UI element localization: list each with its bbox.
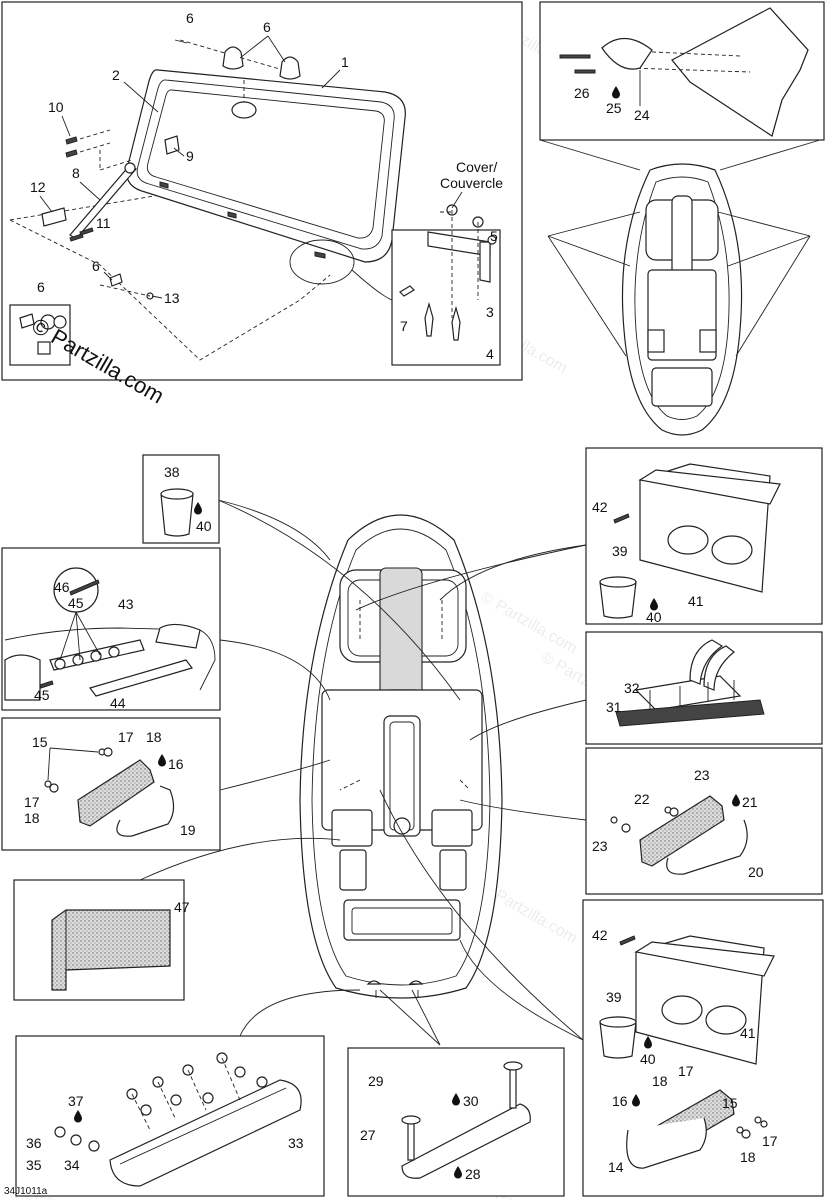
callouts: 6 6 1 2 10 9 8 12 11 6 13 6 Cover/ Couve… <box>24 10 778 1182</box>
svg-text:9: 9 <box>186 148 194 164</box>
svg-text:16: 16 <box>168 756 184 772</box>
svg-text:24: 24 <box>634 107 650 123</box>
svg-text:6: 6 <box>263 19 271 35</box>
svg-text:38: 38 <box>164 464 180 480</box>
svg-text:17: 17 <box>762 1133 778 1149</box>
panel-foam-strip <box>13 879 185 1001</box>
svg-text:33: 33 <box>288 1135 304 1151</box>
panel-glovebox-lower <box>582 899 824 1197</box>
svg-text:27: 27 <box>360 1127 376 1143</box>
svg-text:23: 23 <box>592 838 608 854</box>
svg-text:14: 14 <box>608 1159 624 1175</box>
panel-rear-handle <box>15 1035 325 1197</box>
svg-text:8: 8 <box>72 165 80 181</box>
svg-text:6: 6 <box>37 279 45 295</box>
svg-text:6: 6 <box>186 10 194 26</box>
svg-text:Cover/: Cover/ <box>456 159 497 175</box>
svg-text:23: 23 <box>694 767 710 783</box>
svg-text:20: 20 <box>748 864 764 880</box>
svg-text:Couvercle: Couvercle <box>440 175 503 191</box>
panel-storage-cover <box>1 1 523 381</box>
svg-text:25: 25 <box>606 100 622 116</box>
svg-text:12: 12 <box>30 179 46 195</box>
svg-text:37: 37 <box>68 1093 84 1109</box>
svg-text:29: 29 <box>368 1073 384 1089</box>
svg-text:39: 39 <box>606 989 622 1005</box>
svg-text:17: 17 <box>118 729 134 745</box>
svg-text:6: 6 <box>92 258 100 274</box>
panel-rear-bracket <box>539 1 825 141</box>
svg-text:40: 40 <box>646 609 662 625</box>
panel-step <box>347 1047 565 1197</box>
panel-tie-down <box>1 547 221 711</box>
svg-text:17: 17 <box>24 794 40 810</box>
svg-text:18: 18 <box>24 810 40 826</box>
svg-text:10: 10 <box>48 99 64 115</box>
svg-text:13: 13 <box>164 290 180 306</box>
svg-text:41: 41 <box>740 1025 756 1041</box>
svg-text:1: 1 <box>341 54 349 70</box>
svg-text:43: 43 <box>118 596 134 612</box>
svg-text:45: 45 <box>68 595 84 611</box>
panel-latch-31-32 <box>585 631 823 745</box>
hull-overview-small <box>539 139 821 436</box>
svg-text:42: 42 <box>592 927 608 943</box>
svg-text:2: 2 <box>112 67 120 83</box>
leader-lines <box>139 499 587 1046</box>
svg-text:15: 15 <box>722 1095 738 1111</box>
svg-text:30: 30 <box>463 1093 479 1109</box>
svg-text:44: 44 <box>110 695 126 711</box>
panel-handle-front <box>1 717 221 851</box>
svg-text:40: 40 <box>640 1051 656 1067</box>
svg-text:34: 34 <box>64 1157 80 1173</box>
svg-text:32: 32 <box>624 680 640 696</box>
panel-handle-right <box>585 747 823 895</box>
svg-text:5: 5 <box>490 228 498 244</box>
svg-text:26: 26 <box>574 85 590 101</box>
hull-center <box>299 514 503 999</box>
svg-text:21: 21 <box>742 794 758 810</box>
panel-cup-holder <box>142 454 220 544</box>
svg-text:18: 18 <box>740 1149 756 1165</box>
svg-text:41: 41 <box>688 593 704 609</box>
svg-text:36: 36 <box>26 1135 42 1151</box>
svg-text:17: 17 <box>678 1063 694 1079</box>
svg-text:4: 4 <box>486 346 494 362</box>
svg-text:31: 31 <box>606 699 622 715</box>
svg-text:28: 28 <box>465 1166 481 1182</box>
svg-text:46: 46 <box>54 579 70 595</box>
panel-glovebox-upper <box>585 447 823 625</box>
svg-text:42: 42 <box>592 499 608 515</box>
svg-text:35: 35 <box>26 1157 42 1173</box>
svg-text:15: 15 <box>32 734 48 750</box>
svg-text:3: 3 <box>486 304 494 320</box>
svg-text:47: 47 <box>174 899 190 915</box>
svg-text:© Partzilla.com: © Partzilla.com <box>478 589 580 658</box>
svg-text:45: 45 <box>34 687 50 703</box>
svg-text:16: 16 <box>612 1093 628 1109</box>
svg-text:18: 18 <box>652 1073 668 1089</box>
svg-text:11: 11 <box>96 215 111 231</box>
svg-text:40: 40 <box>196 518 212 534</box>
diagram-id: 34J1011a <box>4 1186 48 1197</box>
svg-text:7: 7 <box>400 318 408 334</box>
svg-text:22: 22 <box>634 791 650 807</box>
svg-text:39: 39 <box>612 543 628 559</box>
svg-text:18: 18 <box>146 729 162 745</box>
svg-text:19: 19 <box>180 822 196 838</box>
